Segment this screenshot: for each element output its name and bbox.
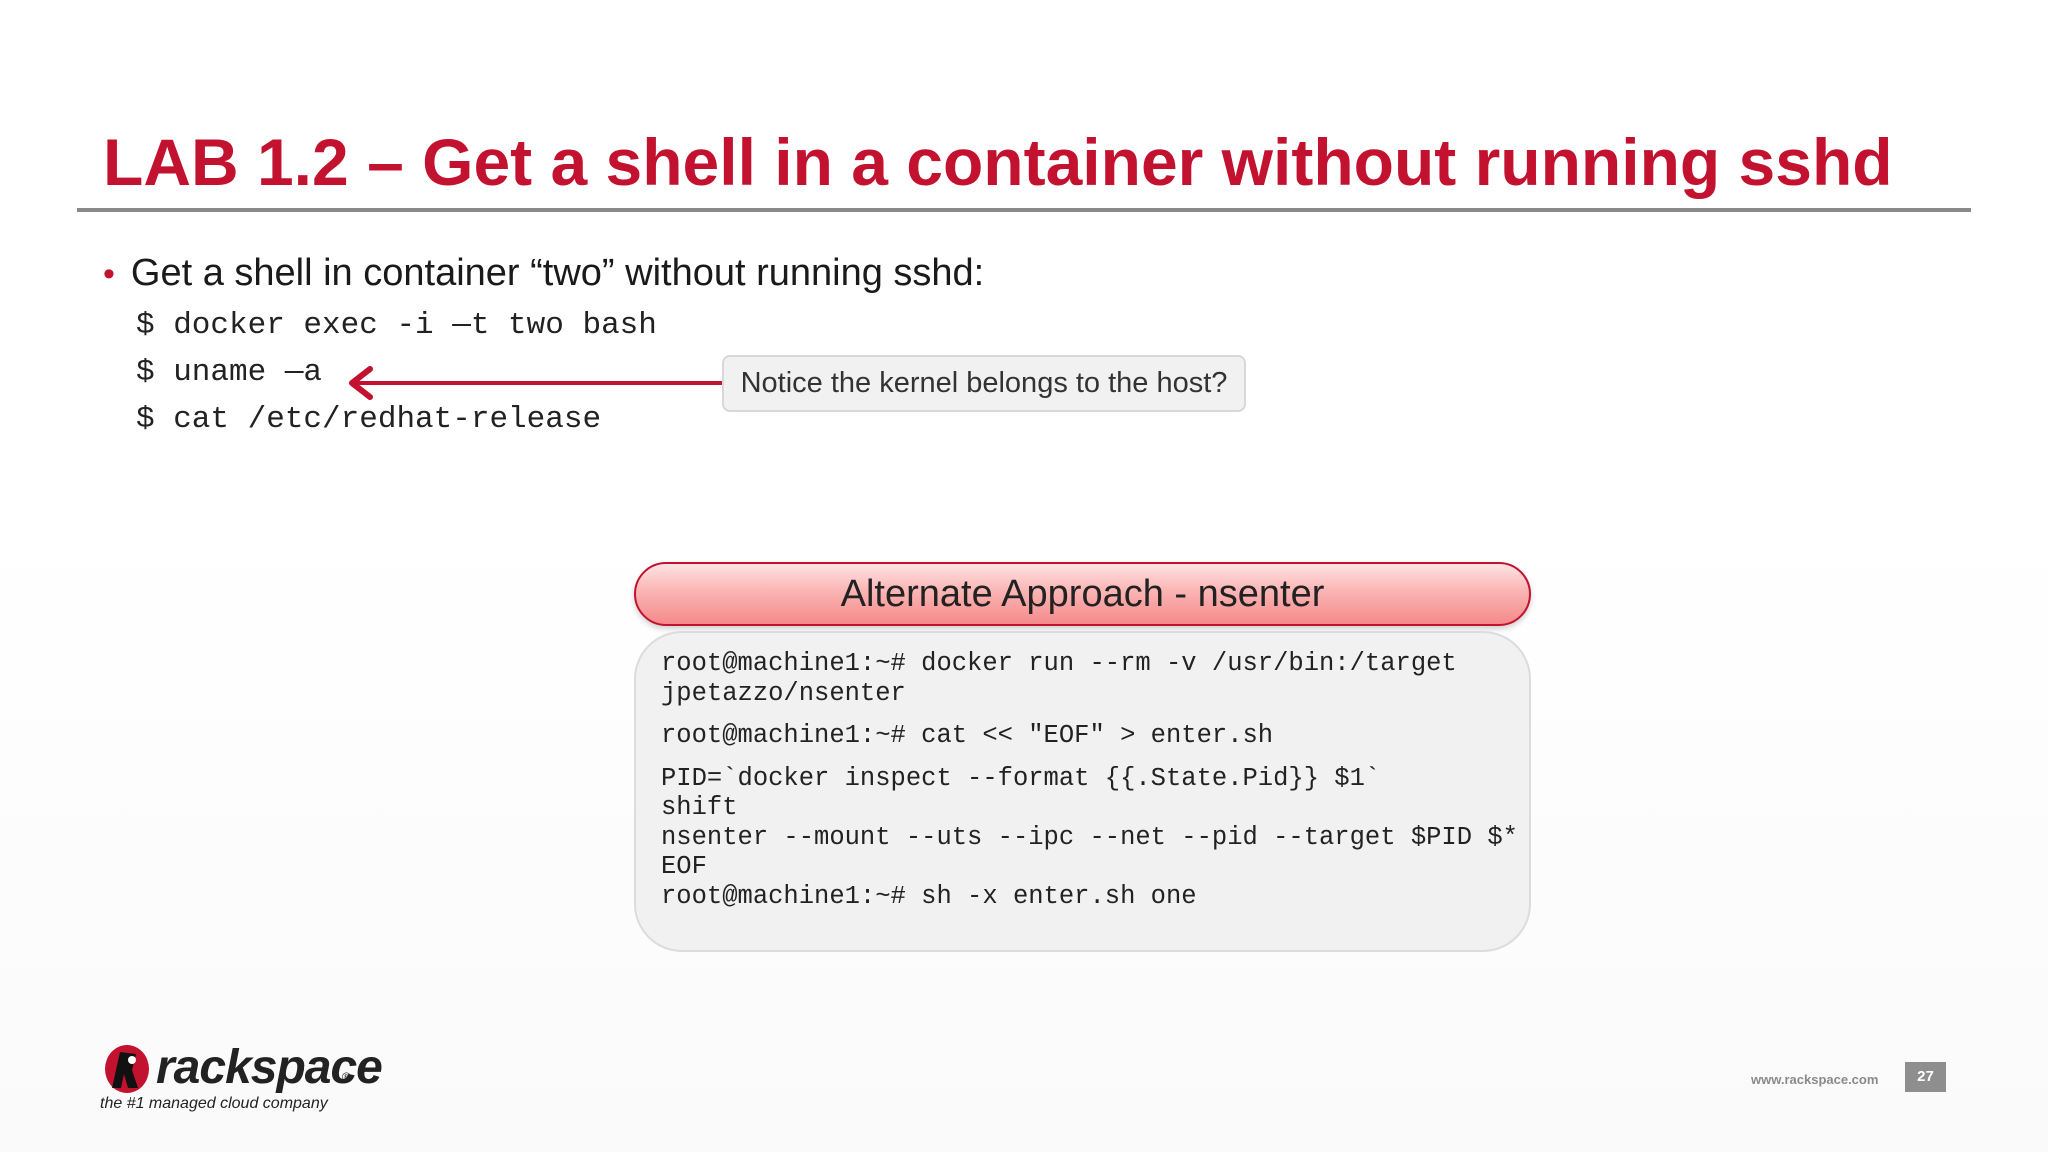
code-line: jpetazzo/nsenter [661,678,906,708]
code-line: PID=`docker inspect --format {{.State.Pi… [661,763,1381,793]
logo-tagline: the #1 managed cloud company [100,1095,328,1112]
logo-wordmark: rackspace [156,1041,383,1094]
alternate-approach-header: Alternate Approach - nsenter [634,562,1531,626]
command-line-1: $ docker exec -i —t two bash [136,308,657,343]
left-arrow-icon [349,366,722,400]
rackspace-logo-icon [105,1045,149,1093]
code-line: root@machine1:~# sh -x enter.sh one [661,881,1197,911]
title-divider [77,208,1971,212]
nsenter-code-box: root@machine1:~# docker run --rm -v /usr… [634,631,1531,952]
footer-url: www.rackspace.com [1751,1072,1879,1087]
bullet-text: Get a shell in container “two” without r… [130,252,985,294]
code-line: root@machine1:~# cat << "EOF" > enter.sh [661,721,1274,750]
command-line-3: $ cat /etc/redhat-release [136,402,602,437]
kernel-callout: Notice the kernel belongs to the host? [722,355,1246,412]
page-number-badge: 27 [1905,1062,1946,1092]
code-line: shift [661,793,738,822]
command-line-2: $ uname —a [136,355,323,390]
code-line: nsenter --mount --uts --ipc --net --pid … [661,822,1518,852]
registered-mark: ® [342,1070,351,1084]
bullet-dot-icon: • [103,255,115,293]
slide-title: LAB 1.2 – Get a shell in a container wit… [103,125,1893,199]
code-line: EOF [661,852,707,881]
code-line: root@machine1:~# docker run --rm -v /usr… [661,649,1457,678]
bullet-item: • Get a shell in container “two” without … [103,250,984,297]
rackspace-logo: rackspace ® the #1 managed cloud company [100,1036,383,1116]
